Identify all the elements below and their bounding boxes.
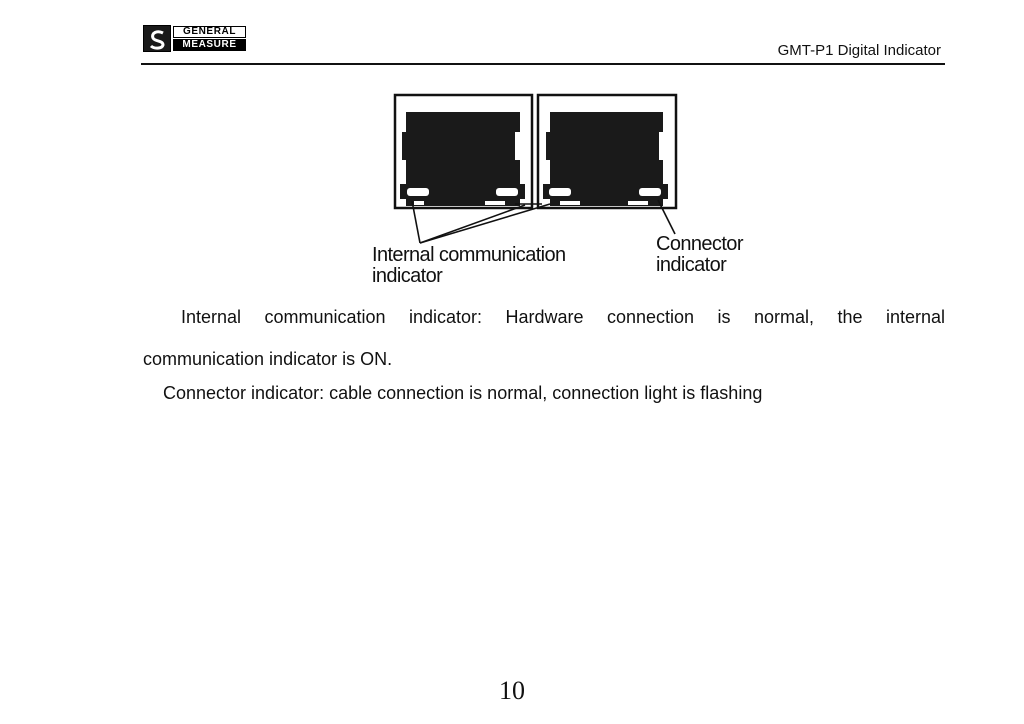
brand-mark-icon	[143, 25, 171, 52]
callout-lines	[411, 199, 676, 244]
page-number: 10	[499, 676, 525, 705]
left-led-internal-light	[407, 188, 429, 196]
label-connector-indicator: Connector indicator	[656, 233, 743, 276]
left-port-socket	[402, 112, 520, 186]
logo-word-measure: MEASURE	[173, 39, 246, 51]
paragraph-internal-indicator-line-2: communication indicator is ON.	[143, 349, 393, 369]
document-title: GMT-P1 Digital Indicator	[777, 42, 941, 59]
right-port-socket	[546, 112, 663, 186]
header-divider	[141, 63, 945, 65]
paragraph-internal-indicator-line-1: Internal communication indicator: Hardwa…	[181, 307, 945, 327]
rj45-ports-drawing	[393, 93, 678, 244]
label-internal-communication-indicator: Internal communication indicator	[372, 244, 566, 287]
logo-word-general: GENERAL	[173, 26, 246, 38]
right-led-connector-light	[639, 188, 661, 196]
brand-logo: GENERAL MEASURE	[143, 25, 247, 52]
rj45-ports-figure: Internal communication indicator Connect…	[370, 88, 770, 293]
paragraph-connector-indicator: Connector indicator: cable connection is…	[163, 383, 763, 403]
right-led-internal-light	[549, 188, 571, 196]
left-led-connector-light	[496, 188, 518, 196]
